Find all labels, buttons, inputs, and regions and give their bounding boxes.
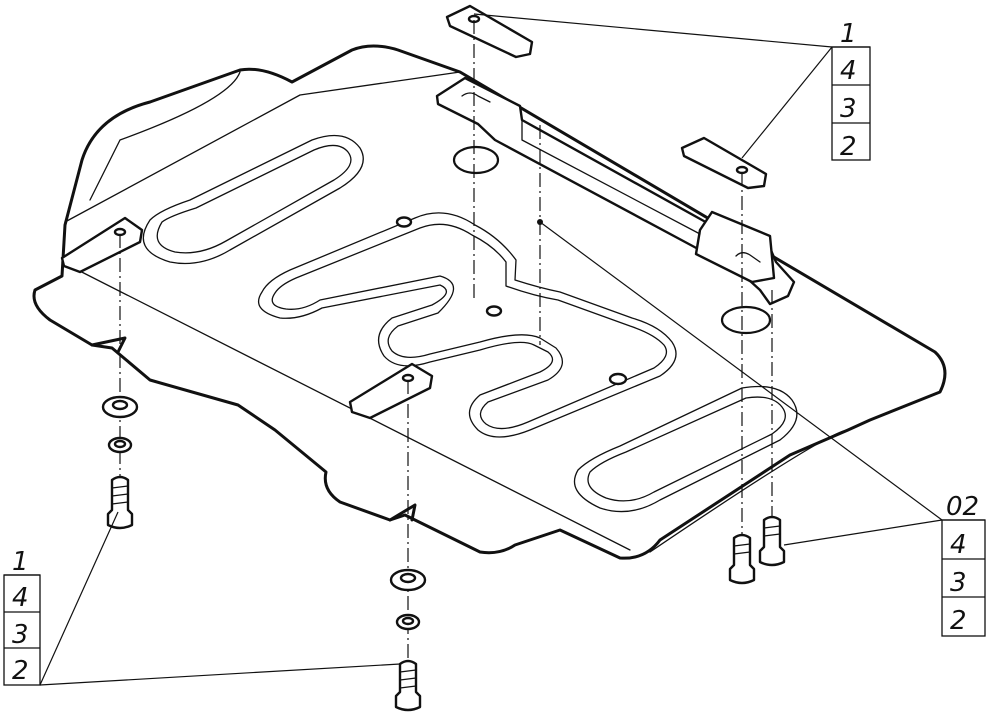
callout-bottom-right-row-3: 2	[950, 606, 967, 636]
callout-bottom-right-row-2: 3	[950, 568, 967, 598]
leader-top-plate	[473, 13, 833, 48]
callout-bottom-left: 1 4 3 2	[3, 547, 41, 686]
skid-plate	[32, 44, 947, 560]
plate-bend-line-rear	[64, 71, 461, 223]
large-hole-right	[720, 305, 772, 335]
assembly-axes	[119, 20, 773, 695]
mounting-bracket	[435, 76, 796, 306]
bolt-right-1-thread	[733, 543, 751, 555]
plate-holes	[395, 145, 772, 386]
callout-bottom-right-number: 02	[946, 492, 979, 522]
rib-left-outer	[142, 134, 364, 265]
rib-center-outer	[257, 212, 677, 438]
callout-bottom-right-row-1: 4	[950, 530, 967, 560]
clamp-plate-left	[60, 216, 144, 274]
bolt-mid	[394, 659, 422, 712]
rib-center-inner	[271, 223, 668, 430]
leader-bolt-left	[39, 511, 119, 686]
bracket-tab-right	[694, 210, 776, 284]
rib-left-inner	[156, 144, 352, 254]
bracket-edge	[521, 119, 701, 235]
callout-bottom-left-number: 1	[12, 547, 29, 577]
leader-bolt-mid	[39, 663, 401, 686]
callout-bottom-left-row-1: 4	[12, 583, 29, 613]
fastener-bolts-right	[728, 515, 786, 585]
washer-left-hole	[111, 399, 129, 411]
callout-top-right-row-2: 3	[840, 94, 857, 124]
callout-top-right-row-1: 4	[840, 56, 857, 86]
fastener-stack-mid	[389, 568, 427, 712]
plate-notch-left	[90, 336, 127, 354]
bolt-mid-thread	[399, 669, 417, 689]
spring-washer-left-hole	[113, 439, 127, 449]
clamp-plate-right	[680, 136, 768, 190]
small-hole-3	[608, 372, 628, 386]
bracket-slot-left	[461, 92, 491, 103]
bracket-slot-right	[735, 252, 761, 263]
bolt-right-2	[758, 515, 786, 567]
callout-top-right: 1 4 3 2	[831, 19, 871, 162]
washer-mid-hole	[399, 572, 417, 584]
spring-washer-mid-hole	[401, 616, 415, 626]
plate-bend-line-side	[89, 71, 241, 201]
rib-right-inner	[587, 396, 786, 502]
plate-bend-line-front	[61, 261, 631, 551]
stamped-ribs	[142, 134, 798, 513]
small-hole-2	[485, 305, 503, 317]
plate-notch-mid	[388, 503, 417, 522]
callout-top-right-number: 1	[840, 19, 857, 49]
clamp-plate-mid	[348, 362, 434, 420]
leader-right-plate	[741, 46, 833, 159]
leader-lines	[39, 13, 943, 686]
clamp-plates-upper	[60, 4, 768, 420]
bolt-right-1	[728, 533, 756, 585]
clamp-plate-top	[445, 4, 534, 59]
leader-bracket-point	[539, 221, 943, 521]
bolt-left-thread	[111, 485, 129, 505]
large-hole-rear	[452, 145, 500, 175]
leader-bolt-right	[783, 519, 943, 546]
callout-bottom-left-row-2: 3	[12, 620, 29, 650]
callout-top-right-row-3: 2	[840, 132, 857, 162]
small-hole-1	[395, 216, 413, 228]
leader-dot	[537, 219, 543, 225]
callout-bottom-right: 02 4 3 2	[941, 492, 986, 637]
bolt-right-2-thread	[763, 525, 781, 537]
rib-right-outer	[573, 385, 798, 513]
plate-outline	[32, 44, 947, 560]
fastener-stack-left	[101, 395, 139, 530]
plate-bend-line-right	[649, 429, 849, 553]
callout-bottom-left-row-3: 2	[12, 656, 29, 686]
